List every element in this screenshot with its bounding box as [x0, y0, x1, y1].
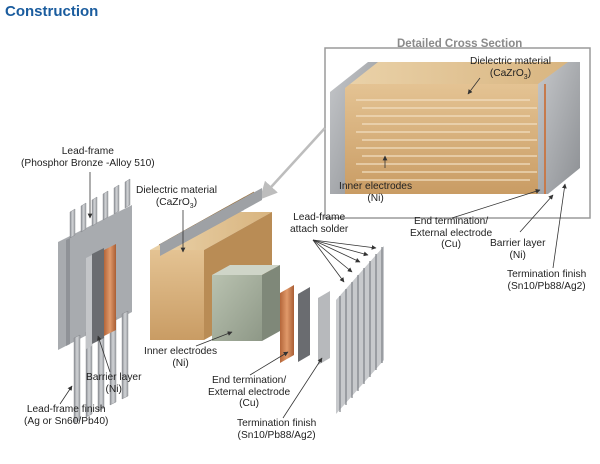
cs-barrier-label: Barrier layer (Ni)	[490, 238, 546, 261]
cs-dielectric-label: Dielectric material (CaZrO3)	[470, 56, 551, 81]
end-termination-label: End termination/ External electrode (Cu)	[208, 375, 291, 409]
inner-electrodes-label: Inner electrodes (Ni)	[144, 346, 218, 369]
cross-section-title: Detailed Cross Section	[397, 38, 523, 50]
leadframe-label: Lead-frame (Phosphor Bronze -Alloy 510)	[21, 146, 155, 169]
diagram-title: Construction	[5, 3, 99, 20]
termination-finish-label: Termination finish (Sn10/Pb88/Ag2)	[237, 418, 317, 441]
cs-termination-finish-label: Termination finish (Sn10/Pb88/Ag2)	[507, 269, 587, 292]
right-barrier-layer	[298, 287, 310, 362]
cross-section-leaders	[382, 77, 567, 269]
right-end-termination	[280, 285, 294, 363]
left-barrier-layer	[92, 248, 104, 344]
dielectric-label: Dielectric material (CaZrO3)	[136, 185, 217, 210]
cs-end-termination-label: End termination/ External electrode (Cu)	[410, 216, 493, 250]
left-termination-finish	[86, 255, 92, 349]
right-leadframe	[336, 246, 384, 414]
right-termination-finish	[318, 291, 330, 365]
cross-section-electrode-lines	[356, 99, 537, 181]
left-end-termination	[104, 244, 116, 336]
attach-solder-label: Lead-frame attach solder	[290, 212, 349, 235]
zoom-arrow	[259, 127, 326, 200]
cross-section-capacitor	[330, 62, 580, 194]
inner-electrode-block	[212, 265, 280, 341]
leadframe-finish-label: Lead-frame finish (Ag or Sn60/Pb40)	[24, 404, 109, 427]
barrier-layer-label: Barrier layer (Ni)	[86, 372, 142, 395]
exploded-leaders	[59, 172, 377, 419]
cs-inner-electrodes-label: Inner electrodes (Ni)	[339, 181, 413, 204]
